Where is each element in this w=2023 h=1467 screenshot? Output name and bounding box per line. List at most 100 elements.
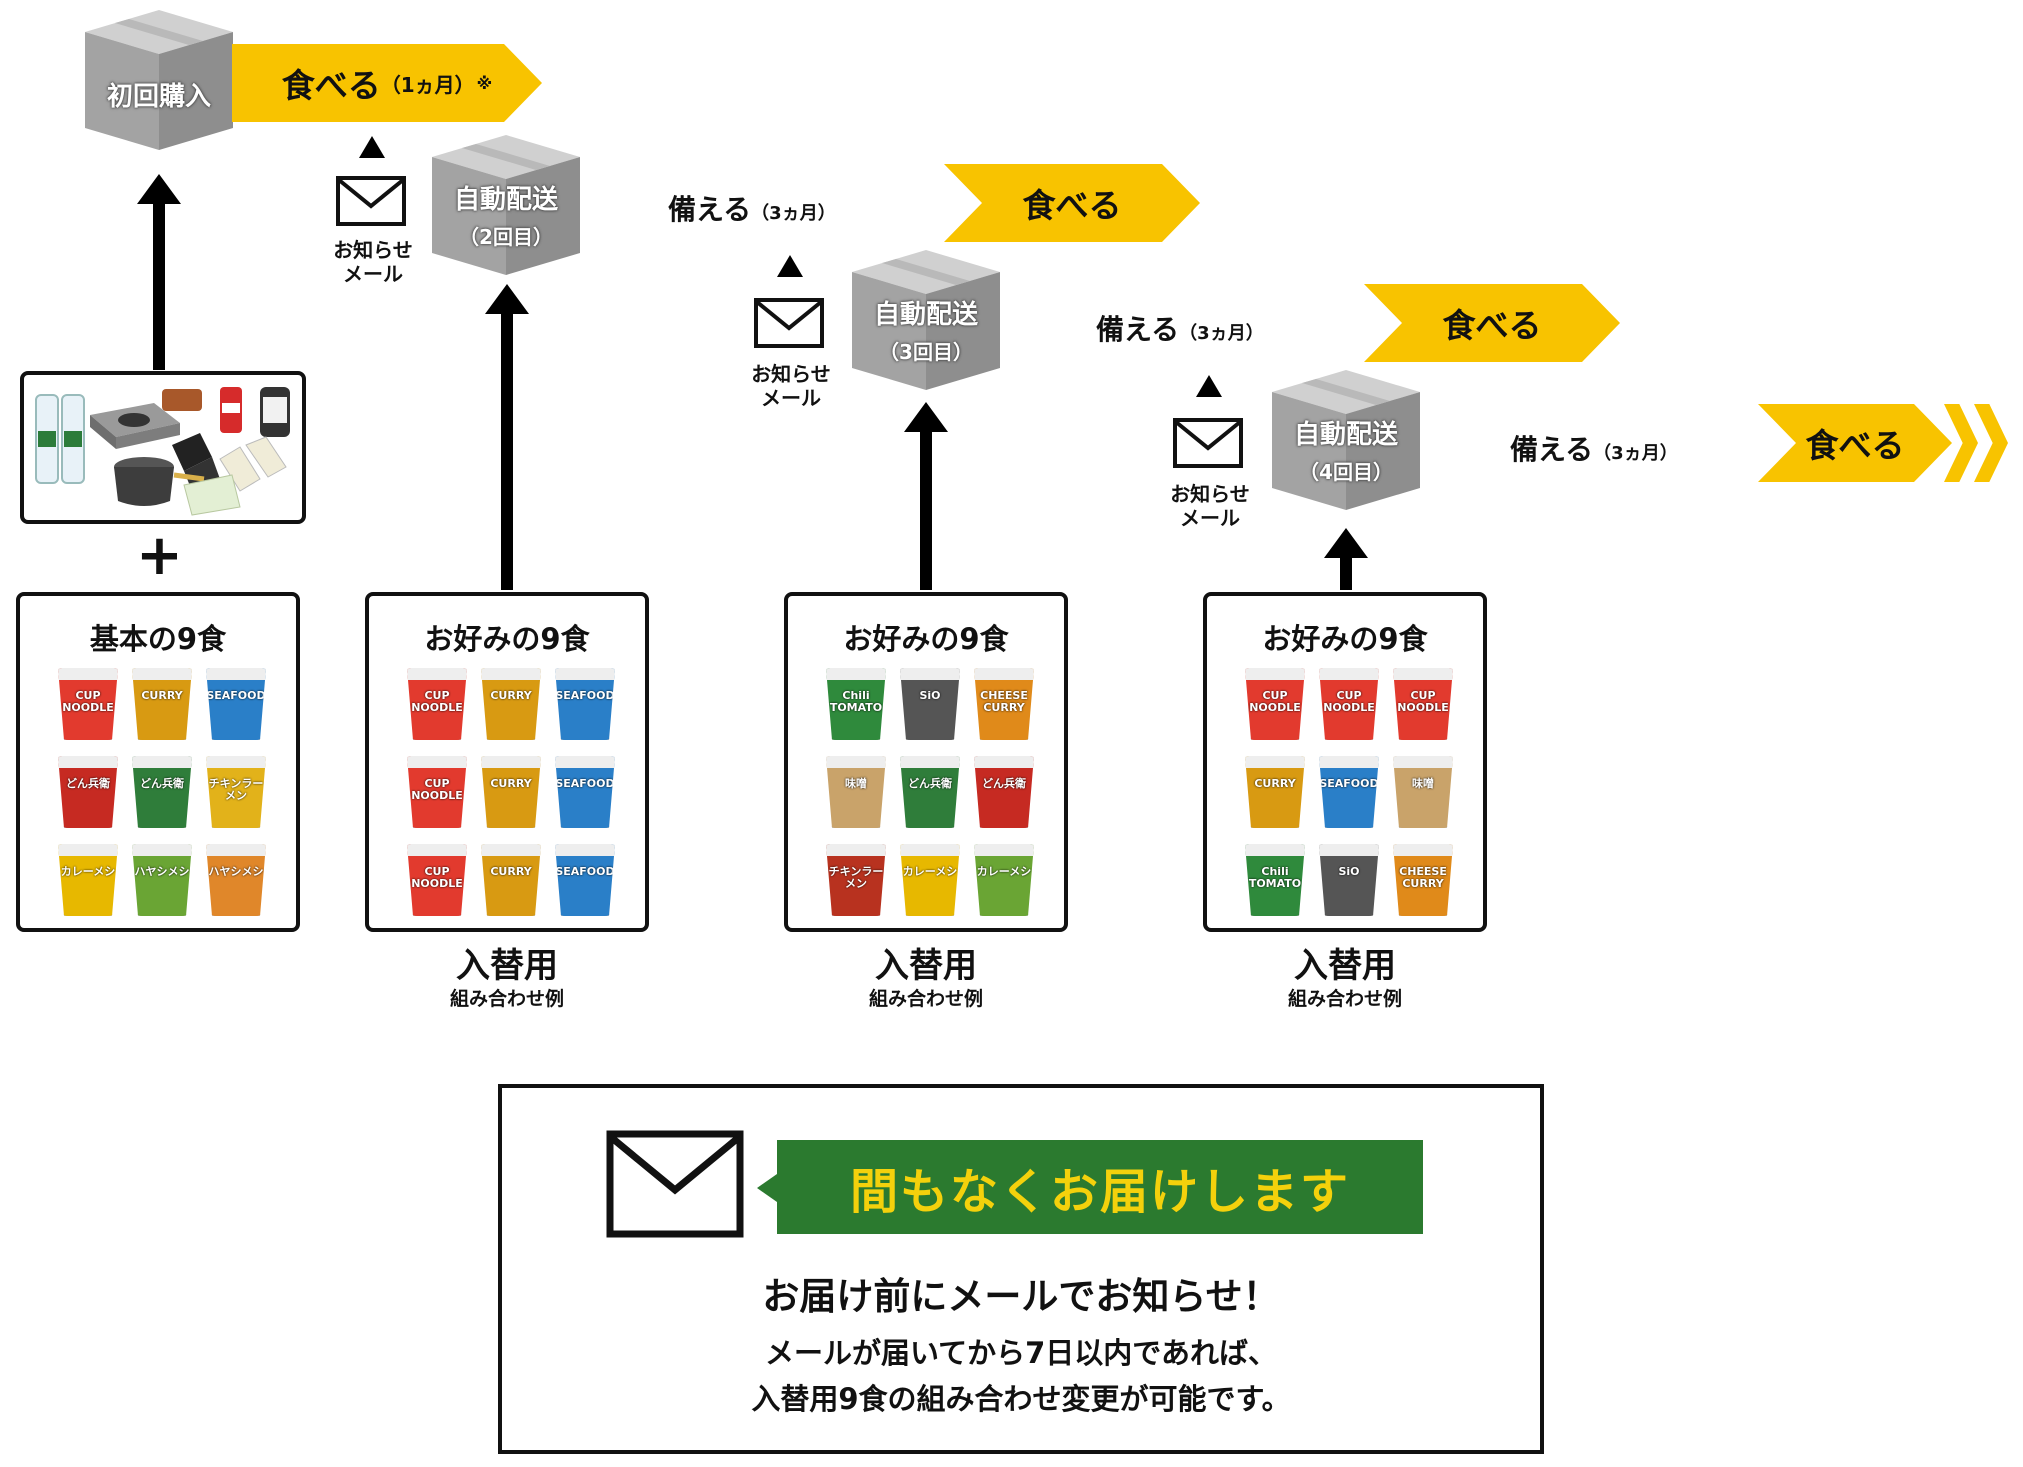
delivery-notice-box: 間もなくお届けします お届け前にメールでお知らせ！ メールが届いてから7日以内で…	[498, 1084, 1544, 1454]
product-cup: どん兵衛	[58, 756, 118, 828]
replacement-caption: 入替用 組み合わせ例	[806, 946, 1046, 1012]
product-label: カレーメシ	[60, 865, 116, 878]
box-round: （3回目）	[879, 340, 973, 364]
notice-body: メールが届いてから7日以内であれば、 入替用9食の組み合わせ変更が可能です。	[502, 1330, 1540, 1422]
product-cup: SiO	[900, 668, 960, 740]
box-label: 自動配送	[1293, 420, 1398, 450]
product-label: Chili TOMATO	[829, 689, 883, 714]
eat-chevron-3: 食べる	[1364, 284, 1620, 362]
arrow-head	[485, 284, 529, 314]
product-cup: CURRY	[481, 844, 541, 916]
product-label: どん兵衛	[982, 777, 1026, 790]
product-label: CUP NOODLE	[1323, 689, 1375, 714]
product-label: CHEESE CURRY	[980, 689, 1028, 714]
mail-icon	[754, 298, 824, 348]
product-label: SEAFOOD	[555, 777, 615, 790]
product-label: SiO	[1338, 865, 1360, 878]
replacement-label: 入替用	[456, 946, 558, 986]
mail-notice-label: お知らせ メール	[1150, 482, 1270, 530]
product-label: チキンラーメン	[828, 865, 884, 890]
product-cup: CUP NOODLE	[407, 844, 467, 916]
product-cup: SEAFOOD	[555, 756, 615, 828]
product-cup: CHEESE CURRY	[974, 668, 1034, 740]
product-label: どん兵衛	[140, 777, 184, 790]
replacement-caption: 入替用 組み合わせ例	[387, 946, 627, 1012]
product-cup: CUP NOODLE	[407, 668, 467, 740]
product-cup: CURRY	[481, 668, 541, 740]
prepare-period: （3ヵ月）	[751, 203, 836, 224]
arrow-shaft	[1340, 556, 1352, 590]
product-cup: SEAFOOD	[555, 844, 615, 916]
product-label: CUP NOODLE	[411, 689, 463, 714]
eat-label: 食べる	[281, 66, 381, 105]
product-cup: どん兵衛	[974, 756, 1034, 828]
product-cup: カレーメシ	[58, 844, 118, 916]
box-label: 自動配送	[873, 300, 978, 330]
prepare-label-1: 備える（3ヵ月）	[668, 188, 836, 228]
product-label: カレーメシ	[902, 865, 958, 878]
product-cup: 味噌	[1393, 756, 1453, 828]
box-auto-delivery-3: 自動配送 （3回目）	[852, 250, 1000, 390]
product-cup: カレーメシ	[974, 844, 1034, 916]
product-label: CUP NOODLE	[62, 689, 114, 714]
product-cup: CUP NOODLE	[407, 756, 467, 828]
box-auto-delivery-4: 自動配送 （4回目）	[1272, 370, 1420, 510]
product-label: CURRY	[490, 689, 532, 702]
eat-chevron-2: 食べる	[944, 164, 1200, 242]
box-label: 初回購入	[106, 82, 211, 112]
notice-body-line2: 入替用9食の組み合わせ変更が可能です。	[751, 1382, 1291, 1416]
product-cup: CUP NOODLE	[58, 668, 118, 740]
product-label: CHEESE CURRY	[1399, 865, 1447, 890]
gear-illustration	[35, 387, 290, 516]
cardboard-box-icon	[1272, 370, 1420, 510]
product-cup: SEAFOOD	[555, 668, 615, 740]
disaster-gear-panel	[20, 371, 306, 524]
box-round: （4回目）	[1299, 460, 1393, 484]
product-label: チキンラーメン	[208, 777, 264, 802]
delivery-soon-banner: 間もなくお届けします	[757, 1140, 1423, 1234]
mail-label-line2: メール	[1180, 506, 1240, 530]
product-label: 味噌	[1412, 777, 1434, 790]
triangle-up-icon	[1196, 375, 1222, 397]
product-label: ハヤシメシ	[208, 865, 264, 878]
eat-chevron-first: 食べる（1ヵ月）※	[232, 44, 542, 122]
product-cup: カレーメシ	[900, 844, 960, 916]
arrow-head	[1324, 528, 1368, 558]
product-label: どん兵衛	[66, 777, 110, 790]
product-label: CUP NOODLE	[411, 777, 463, 802]
product-label: 味噌	[845, 777, 867, 790]
arrow-head	[904, 402, 948, 432]
continue-chevron-icon	[1974, 404, 2008, 482]
product-label: ハヤシメシ	[134, 865, 190, 878]
note-mark: ※	[476, 73, 493, 93]
mail-label-line2: メール	[343, 262, 403, 286]
product-cup: Chili TOMATO	[826, 668, 886, 740]
product-label: SiO	[919, 689, 941, 702]
triangle-up-icon	[359, 136, 385, 158]
product-cup: CURRY	[481, 756, 541, 828]
product-label: CURRY	[141, 689, 183, 702]
mail-label-line1: お知らせ	[333, 238, 413, 262]
product-label: CUP NOODLE	[411, 865, 463, 890]
product-cup: どん兵衛	[132, 756, 192, 828]
product-label: CURRY	[490, 865, 532, 878]
arrow-shaft	[920, 430, 932, 590]
eat-chevron-4: 食べる	[1758, 404, 1952, 482]
eat-label: 食べる	[1022, 186, 1122, 225]
product-cup: チキンラーメン	[206, 756, 266, 828]
product-label: Chili TOMATO	[1248, 865, 1302, 890]
product-cup: CURRY	[1245, 756, 1305, 828]
product-label: カレーメシ	[976, 865, 1032, 878]
prepare-text: 備える	[668, 193, 752, 226]
product-label: SEAFOOD	[555, 865, 615, 878]
plus-sign: +	[136, 523, 183, 588]
prepare-text: 備える	[1096, 313, 1180, 346]
product-cup: ハヤシメシ	[132, 844, 192, 916]
